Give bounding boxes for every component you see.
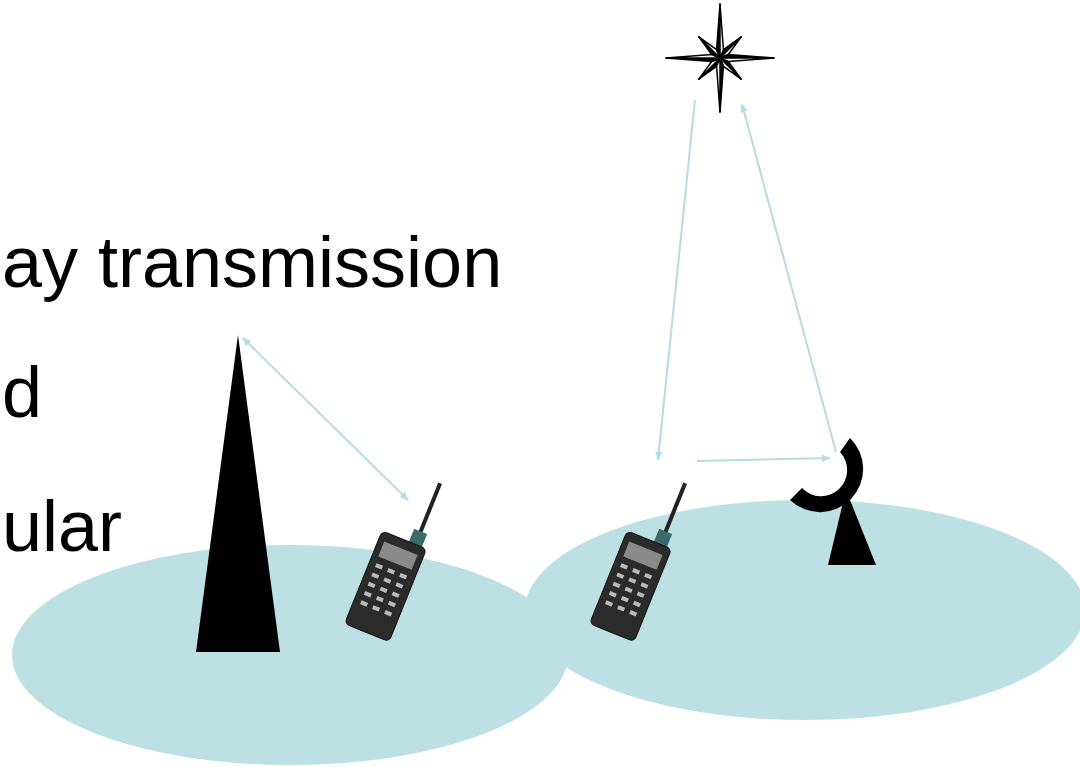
bullet-text: d [2, 356, 42, 428]
ground-link [697, 458, 830, 461]
satellite-downlink [658, 100, 695, 460]
coverage-area [12, 545, 568, 765]
radio-link [243, 338, 408, 500]
handset [590, 470, 697, 642]
handset [345, 470, 452, 642]
satellite-uplink [742, 104, 836, 452]
bullet-text: ular [2, 490, 122, 562]
bullet-text: ay transmission [2, 226, 502, 298]
satellite-star [666, 4, 774, 112]
coverage-area [525, 500, 1080, 720]
satellite-dish [790, 438, 876, 565]
radio-tower [196, 335, 280, 652]
